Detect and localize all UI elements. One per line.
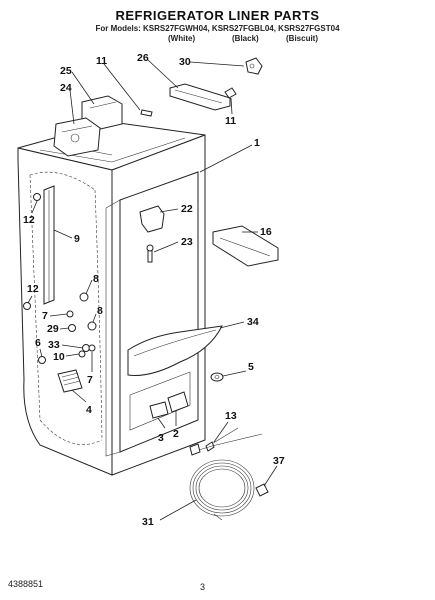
callout-8-upper: 8 xyxy=(93,273,99,285)
callout-22: 22 xyxy=(181,203,193,215)
part-26-bracket xyxy=(169,83,231,111)
part-9-rail xyxy=(43,185,55,305)
callout-29: 29 xyxy=(47,323,59,335)
part-24-housing xyxy=(53,117,101,157)
part-31-tubing xyxy=(189,433,263,521)
callout-16: 16 xyxy=(260,226,272,238)
callout-7-lower: 7 xyxy=(87,374,93,386)
part-7-upper xyxy=(66,310,74,318)
screw-11-upper xyxy=(140,109,153,117)
callout-11-right: 11 xyxy=(225,115,236,127)
variant-black: (Black) xyxy=(232,34,259,43)
callout-8-lower: 8 xyxy=(97,305,103,317)
part-7-lower xyxy=(88,344,96,352)
part-3-bracket xyxy=(149,401,169,419)
callout-24: 24 xyxy=(60,82,72,94)
part-30-clip xyxy=(245,57,263,75)
part-22-bracket xyxy=(139,205,165,233)
screw-12-lower xyxy=(23,302,31,310)
part-23-screw xyxy=(146,244,154,263)
model-list: For Models: KSRS27FGWH04, KSRS27FGBL04, … xyxy=(95,24,340,33)
page-number: 3 xyxy=(200,582,206,592)
part-33 xyxy=(82,344,90,352)
part-4-grille xyxy=(57,369,83,393)
part-13-tie xyxy=(205,427,239,452)
callout-25: 25 xyxy=(60,65,72,77)
part-5-washer xyxy=(210,372,224,382)
callout-13: 13 xyxy=(225,410,237,422)
callout-5: 5 xyxy=(248,361,254,373)
part-34-tray xyxy=(127,325,223,376)
callout-12-lower: 12 xyxy=(27,283,39,295)
callout-3: 3 xyxy=(158,432,164,444)
part-10 xyxy=(78,350,86,358)
leader-lines xyxy=(27,59,278,521)
callout-7-upper: 7 xyxy=(42,310,48,322)
callout-33: 33 xyxy=(48,339,60,351)
document-number: 4388851 xyxy=(8,579,44,589)
callout-1: 1 xyxy=(254,137,260,149)
callout-2: 2 xyxy=(173,428,179,440)
callout-12-upper: 12 xyxy=(23,214,35,226)
liner-body xyxy=(17,121,206,476)
variant-white: (White) xyxy=(168,34,196,43)
callout-31: 31 xyxy=(142,516,154,528)
callout-37: 37 xyxy=(273,455,285,467)
callout-30: 30 xyxy=(179,56,191,68)
part-37-screw xyxy=(255,483,269,497)
screw-12-upper xyxy=(33,193,41,201)
callout-9: 9 xyxy=(74,233,80,245)
part-6 xyxy=(38,356,46,364)
part-8-lower xyxy=(87,321,97,331)
screw-11-right xyxy=(224,87,237,99)
callout-34: 34 xyxy=(247,316,259,328)
part-2-bracket xyxy=(167,391,189,413)
part-8-upper xyxy=(79,292,89,302)
part-16-trim xyxy=(212,225,279,267)
part-29 xyxy=(68,324,76,332)
callout-23: 23 xyxy=(181,236,193,248)
callout-labels: 30 26 11 25 24 11 1 12 9 22 23 16 8 12 7… xyxy=(23,52,285,528)
callout-10: 10 xyxy=(53,351,65,363)
callout-26: 26 xyxy=(137,52,149,64)
page-title: REFRIGERATOR LINER PARTS xyxy=(115,8,320,23)
callout-6: 6 xyxy=(35,337,41,349)
callout-4: 4 xyxy=(86,404,92,416)
variant-biscuit: (Biscuit) xyxy=(286,34,318,43)
callout-11-upper: 11 xyxy=(96,55,107,67)
